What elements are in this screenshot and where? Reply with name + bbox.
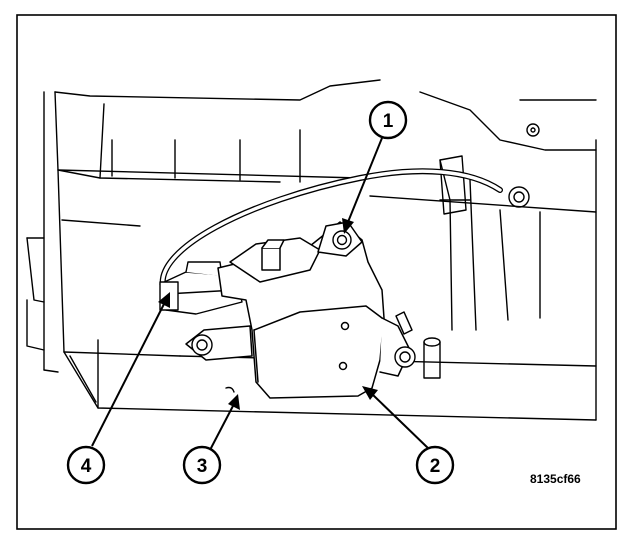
callout-2: 2 — [415, 445, 455, 485]
figure-id: 8135cf66 — [530, 472, 581, 486]
callout-2-label: 2 — [430, 456, 441, 477]
leader-4 — [91, 292, 170, 447]
callout-3: 3 — [182, 445, 222, 485]
leader-1 — [342, 137, 383, 234]
mounting-screws — [191, 230, 416, 368]
callout-4: 4 — [66, 445, 106, 485]
callout-1-label: 1 — [383, 111, 394, 132]
callouts: 1 2 3 4 — [66, 100, 455, 485]
hvac-housing — [26, 79, 597, 421]
callout-3-label: 3 — [197, 456, 208, 477]
mounting-screw-upper — [332, 230, 352, 250]
mounting-screw-right — [394, 346, 416, 368]
wire-harness — [159, 168, 503, 293]
leader-2 — [362, 386, 431, 451]
leader-3 — [209, 394, 240, 451]
mounting-screw-left — [191, 334, 213, 356]
leader-lines — [91, 137, 431, 451]
callout-4-label: 4 — [81, 456, 92, 477]
callout-1: 1 — [368, 100, 408, 140]
